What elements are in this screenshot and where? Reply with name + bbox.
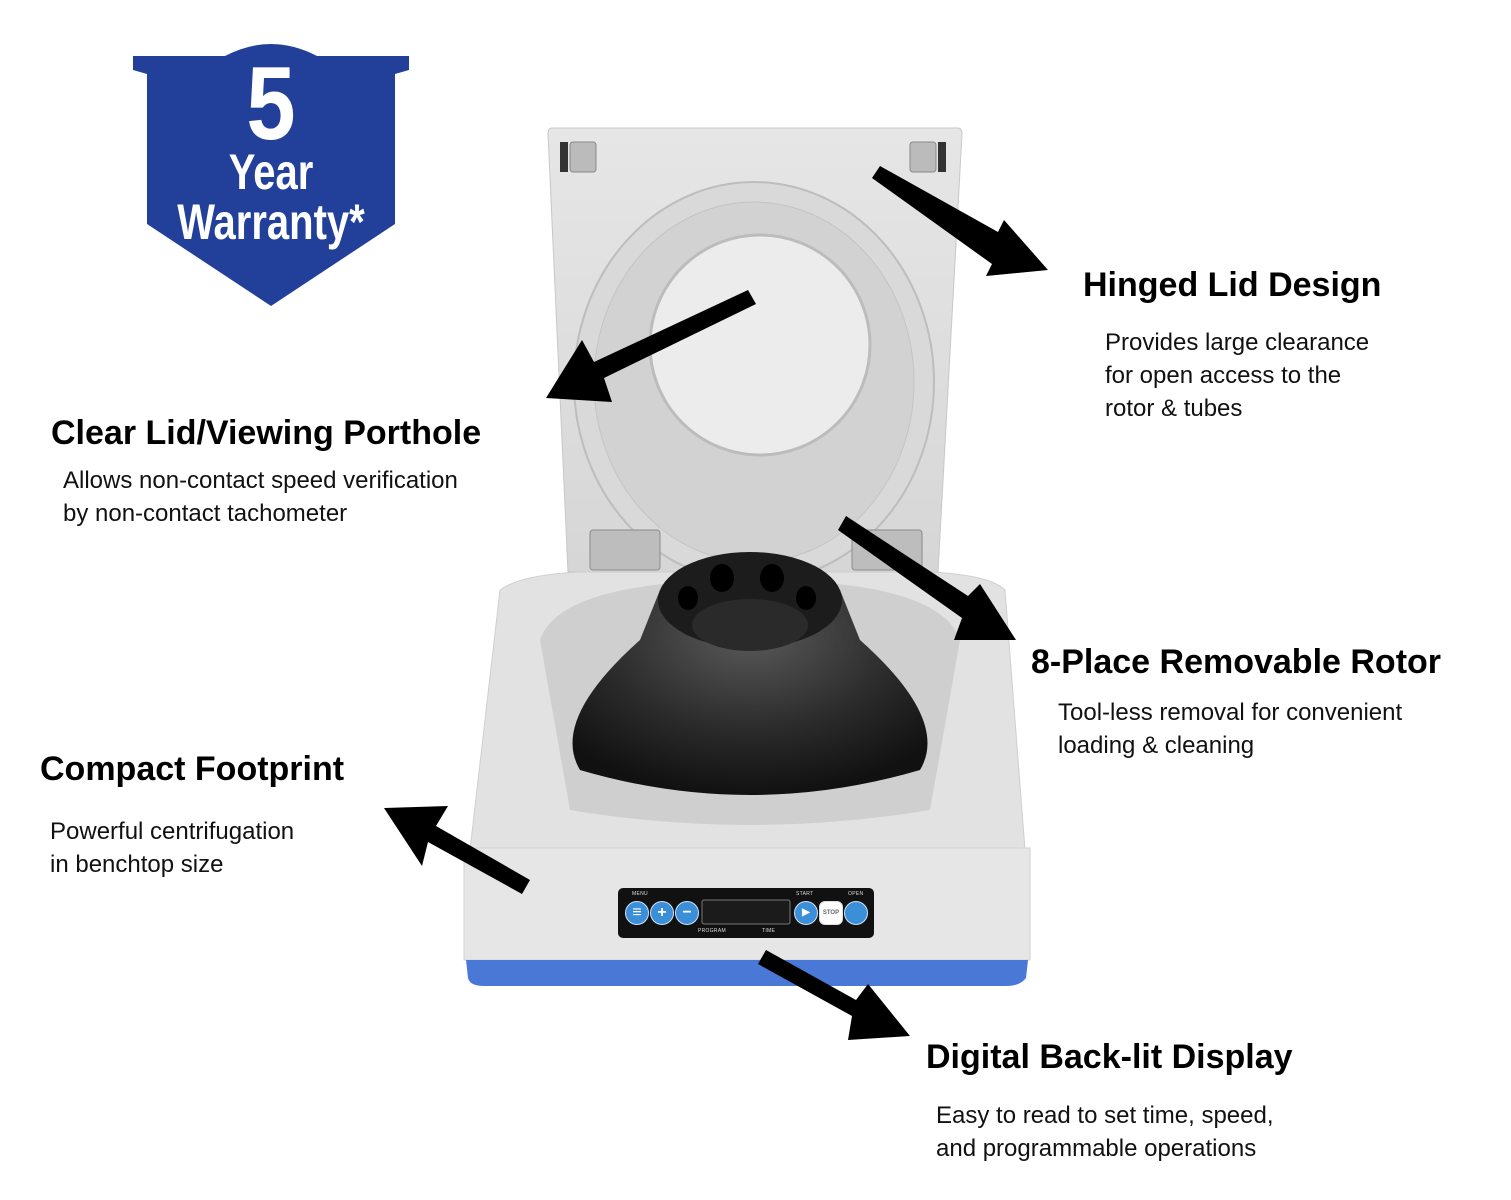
rotor-title: 8-Place Removable Rotor (1031, 643, 1442, 681)
description-line: for open access to the (1105, 362, 1342, 389)
warranty-years: 5 (246, 46, 296, 162)
minus-button[interactable]: − (675, 901, 699, 925)
rotor-description: Tool-less removal for convenient loading… (1058, 696, 1402, 762)
description-line: Easy to read to set time, speed, (936, 1102, 1274, 1129)
description-line: and programmable operations (936, 1135, 1257, 1162)
hinged-lid-title: Hinged Lid Design (1083, 266, 1382, 304)
warranty-year-label: Year (228, 144, 314, 200)
stop-button[interactable]: STOP (819, 901, 843, 925)
shield-icon (133, 44, 409, 306)
clear-lid-title: Clear Lid/Viewing Porthole (51, 414, 482, 452)
footprint-title: Compact Footprint (40, 750, 345, 788)
clear-lid-description: Allows non-contact speed verification by… (63, 464, 458, 530)
display-title: Digital Back-lit Display (926, 1038, 1293, 1076)
description-line: by non-contact tachometer (63, 500, 348, 527)
menu-label: MENU (632, 891, 648, 897)
warranty-badge: 5 Year Warranty* (133, 38, 409, 306)
description-line: rotor & tubes (1105, 395, 1243, 422)
menu-button[interactable]: ≡ (625, 901, 649, 925)
open-label: OPEN (848, 891, 864, 897)
description-line: Tool-less removal for convenient (1058, 699, 1403, 726)
centrifuge-image: MENU ≡ + − START ▶ STOP OPEN PROGRAM TIM… (460, 120, 1040, 1000)
description-line: Powerful centrifugation (50, 818, 295, 845)
description-line: Allows non-contact speed verification (63, 467, 458, 494)
arrow-icon-hinged-lid (872, 166, 1048, 276)
program-label: PROGRAM (698, 928, 726, 934)
arrow-icon-footprint (384, 806, 530, 894)
arrow-icon-rotor (838, 516, 1016, 640)
plus-button[interactable]: + (650, 901, 674, 925)
description-line: in benchtop size (50, 851, 224, 878)
hinged-lid-description: Provides large clearance for open access… (1105, 326, 1369, 425)
start-button[interactable]: ▶ (794, 901, 818, 925)
footprint-description: Powerful centrifugation in benchtop size (50, 815, 294, 881)
open-lid-button[interactable] (844, 901, 868, 925)
centrifuge-illustration (463, 127, 1031, 986)
time-label: TIME (762, 928, 776, 934)
description-line: loading & cleaning (1058, 732, 1255, 759)
warranty-label: Warranty* (177, 194, 365, 250)
description-line: Provides large clearance (1105, 329, 1370, 356)
arrow-icon-clear-lid (546, 290, 756, 402)
start-label: START (796, 891, 814, 897)
display-description: Easy to read to set time, speed, and pro… (936, 1099, 1274, 1165)
arrow-icon-display (758, 950, 910, 1040)
